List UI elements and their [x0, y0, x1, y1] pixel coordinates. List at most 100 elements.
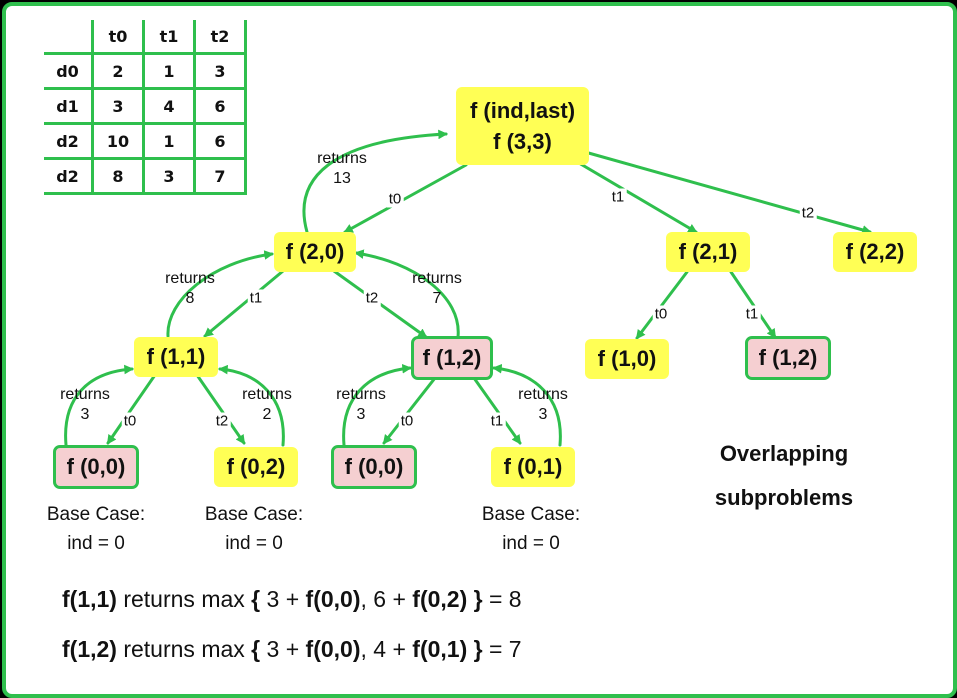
return-arrow-8 [166, 250, 274, 338]
formula-f-1-1: f(1,1) returns max { 3 + f(0,0), 6 + f(0… [62, 586, 522, 613]
node-f-0-0-overlap: f (0,0) [53, 445, 139, 489]
base-case-condition: ind = 0 [225, 533, 283, 554]
table-cell: 6 [193, 87, 247, 125]
return-label-13: returns 13 [317, 149, 367, 189]
table-cell: 2 [91, 52, 145, 90]
edge-label-t0: t0 [121, 412, 139, 430]
cost-table: t0 t1 t2 d0 2 1 3 d1 3 4 6 d2 10 1 6 d2 … [44, 20, 247, 195]
edge-label-t1: t1 [247, 289, 265, 307]
table-row-header: d0 [44, 52, 94, 90]
table-cell: 1 [142, 52, 196, 90]
edge-root-t0 [343, 163, 468, 234]
formula-subcall: f(0,0) [305, 636, 361, 662]
table-col-header: t0 [91, 20, 145, 55]
returns-word: returns [317, 150, 367, 167]
edge-n20-t1 [203, 269, 285, 338]
table-cell: 6 [193, 122, 247, 160]
table-cell: 3 [193, 52, 247, 90]
edge-n11-t2 [195, 373, 246, 445]
edge-label-t2: t2 [799, 204, 817, 222]
edge-root-t1 [560, 151, 698, 234]
formula-text: returns max [116, 586, 252, 612]
edge-label-t1: t1 [488, 412, 506, 430]
node-f-0-1: f (0,1) [491, 447, 575, 487]
table-cell: 7 [193, 157, 247, 195]
return-label-3: returns 3 [60, 385, 110, 425]
base-case-title: Base Case: [481, 504, 581, 525]
formula-subcall: f(0,1) [412, 636, 468, 662]
formula-text: 3 + [260, 586, 306, 612]
return-arrow-3a [64, 364, 134, 447]
node-f-1-2-overlap: f (1,2) [745, 336, 831, 380]
return-value: 3 [80, 406, 90, 423]
return-value: 8 [185, 290, 195, 307]
formula-result: = 7 [482, 636, 522, 662]
return-label-8: returns 8 [165, 269, 215, 309]
edge-label-t1: t1 [743, 305, 761, 323]
node-f-2-2: f (2,2) [833, 232, 917, 272]
base-case-title: Base Case: [46, 504, 146, 525]
node-root: f (ind,last) f (3,3) [456, 87, 589, 165]
formula-subcall: f(0,2) [412, 586, 468, 612]
overlapping-subproblems-caption: Overlapping subproblems [715, 432, 853, 520]
node-root-signature: f (ind,last) [469, 98, 576, 123]
edge-label-t1: t1 [609, 188, 627, 206]
table-col-header: t1 [142, 20, 196, 55]
base-case-note: Base Case: ind = 0 [205, 500, 303, 558]
table-row-header: d2 [44, 157, 94, 195]
edge-label-t2: t2 [363, 289, 381, 307]
formula-text: 3 + [260, 636, 306, 662]
return-arrow-3c [492, 363, 562, 447]
edge-n12-t0 [382, 376, 437, 445]
node-f-0-0-overlap: f (0,0) [331, 445, 417, 489]
node-f-1-1: f (1,1) [134, 337, 218, 377]
return-label-3: returns 3 [336, 385, 386, 425]
formula-brace: { [251, 636, 261, 662]
return-label-7: returns 7 [412, 269, 462, 309]
formula-brace: { [251, 586, 261, 612]
formula-brace: } [473, 636, 483, 662]
caption-line: Overlapping [719, 441, 849, 466]
returns-word: returns [60, 386, 110, 403]
table-corner [44, 20, 94, 55]
table-cell: 10 [91, 122, 145, 160]
table-cell: 4 [142, 87, 196, 125]
table-row: d2 10 1 6 [44, 122, 247, 160]
table-row: d2 8 3 7 [44, 157, 247, 195]
table-row: d1 3 4 6 [44, 87, 247, 125]
return-value: 7 [432, 290, 442, 307]
node-root-call: f (3,3) [493, 129, 552, 154]
return-arrow-7 [354, 249, 460, 339]
returns-word: returns [242, 386, 292, 403]
table-row: d0 2 1 3 [44, 52, 247, 90]
formula-f-1-2: f(1,2) returns max { 3 + f(0,0), 4 + f(0… [62, 636, 522, 663]
base-case-note: Base Case: ind = 0 [47, 500, 145, 558]
table-cell: 3 [91, 87, 145, 125]
return-label-2: returns 2 [242, 385, 292, 425]
edge-n21-t0 [635, 270, 689, 340]
returns-word: returns [518, 386, 568, 403]
formula-brace: } [473, 586, 483, 612]
caption-line: subproblems [714, 485, 854, 510]
table-row-header: d1 [44, 87, 94, 125]
table-cell: 1 [142, 122, 196, 160]
formula-subcall: f(0,0) [305, 586, 361, 612]
node-f-2-0: f (2,0) [274, 232, 356, 272]
edge-label-t0: t0 [398, 412, 416, 430]
table-row-header: d2 [44, 122, 94, 160]
return-value: 13 [333, 170, 351, 187]
node-f-0-2: f (0,2) [214, 447, 298, 487]
return-value: 3 [538, 406, 548, 423]
table-col-header: t2 [193, 20, 247, 55]
edge-n12-t1 [472, 376, 522, 445]
table-header-row: t0 t1 t2 [44, 20, 247, 55]
return-value: 3 [356, 406, 366, 423]
returns-word: returns [412, 270, 462, 287]
return-label-3: returns 3 [518, 385, 568, 425]
edge-root-t2 [583, 150, 872, 235]
formula-text: , 4 + [360, 636, 413, 662]
node-f-1-0: f (1,0) [585, 339, 669, 379]
base-case-condition: ind = 0 [67, 533, 125, 554]
edge-n21-t1 [729, 270, 777, 339]
